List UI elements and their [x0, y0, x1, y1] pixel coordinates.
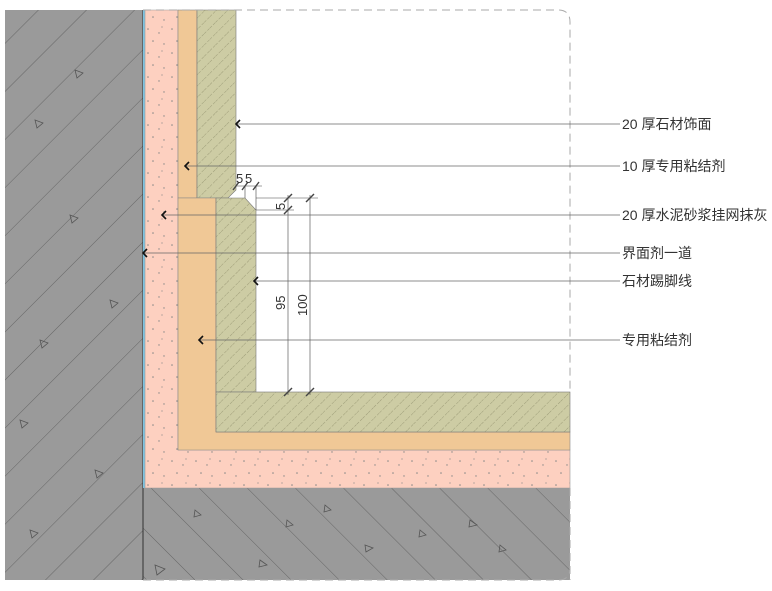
- dim-top-offset: 5: [273, 203, 288, 210]
- label-adhesive: 专用粘结剂: [622, 332, 692, 348]
- leader-lines: [143, 123, 620, 341]
- stone-skirting: [215, 197, 257, 393]
- wall-adhesive-layer: [177, 9, 198, 199]
- dim-gap-a: 5: [236, 171, 243, 186]
- wall-stone-facing: [196, 9, 237, 199]
- crop-border: [143, 9, 571, 581]
- label-stone-facing: 20 厚石材饰面: [622, 116, 711, 132]
- label-mortar-mesh: 20 厚水泥砂浆挂网抹灰: [622, 207, 767, 223]
- label-interface-agent: 界面剂一道: [622, 245, 692, 261]
- dim-height-95: 95: [273, 296, 288, 310]
- concrete-wall: [5, 10, 143, 580]
- aggregate-marks: [19, 69, 507, 576]
- dimension-lines: [232, 181, 318, 397]
- dim-gap-b: 5: [245, 171, 252, 186]
- leader-arrow-icons: [141, 119, 259, 345]
- concrete-slab: [143, 488, 570, 580]
- floor-stone: [215, 391, 571, 433]
- dim-height-100: 100: [295, 294, 310, 316]
- label-stone-skirting: 石材踢脚线: [622, 273, 692, 289]
- label-adhesive-10: 10 厚专用粘结剂: [622, 158, 725, 174]
